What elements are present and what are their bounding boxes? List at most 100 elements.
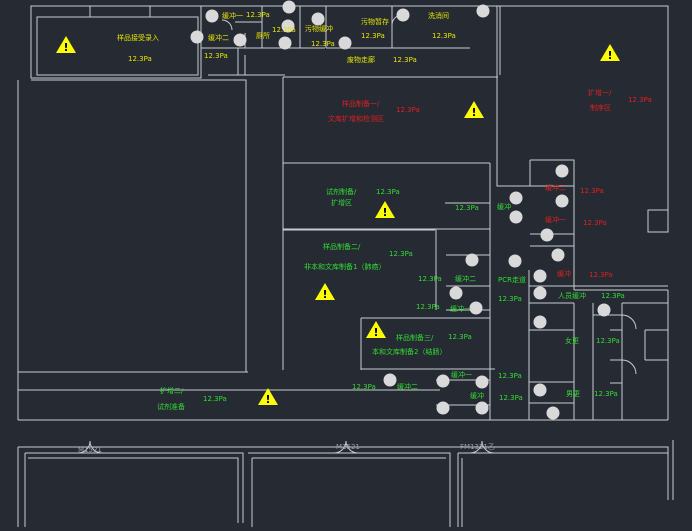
pressure-sensor-icon [436,401,450,415]
room-wash-pressure: 12.3Pa [432,32,456,40]
room-buffer2-mid-name: 缓冲二 [455,274,476,283]
room-pcr-corridor-name: PCR走道 [498,275,526,284]
room-pcr-corridor-pressure: 12.3Pa [498,295,522,303]
room-buffer1-mid-name: 缓冲一 [450,304,471,313]
warning-triangle-icon: ! [56,36,76,54]
pressure-sensor-icon [475,401,489,415]
pressure-sensor-icon [383,373,397,387]
room-sample-receive-pressure: 12.3Pa [128,55,152,63]
room-buffer1-right-pressure: 12.3Pa [583,219,607,227]
room-amplify1-name-1: 扩增一/ [588,88,612,97]
room-dirty-buffer-pressure: 12.3Pa [311,40,335,48]
svg-text:!: ! [382,206,387,219]
room-buffer1-top-name: 缓冲一 [222,11,243,20]
room-sample-prep1-name-1: 样品制备一/ [342,99,380,108]
pressure-sensor-icon [509,191,523,205]
room-toilet-name: 厕所 [256,31,270,40]
room-amplify1-name-2: 制序区 [590,103,611,112]
pressure-sensor-icon [205,9,219,23]
pressure-sensor-icon [190,30,204,44]
warning-triangle-icon: ! [315,283,335,301]
pressure-sensor-icon [555,194,569,208]
warning-triangle-icon: ! [464,101,484,119]
pressure-sensor-icon [281,19,295,33]
svg-text:!: ! [322,288,327,301]
pressure-sensor-icon [540,228,554,242]
svg-text:!: ! [63,41,68,54]
pressure-sensor-icon [533,315,547,329]
pressure-sensor-icon [555,164,569,178]
room-waste-corridor-pressure: 12.3Pa [393,56,417,64]
warning-triangle-icon: ! [258,388,278,406]
pressure-sensor-icon [509,210,523,224]
room-buffer-low-pressure: 12.3Pa [499,394,523,402]
warning-triangle-icon: ! [375,201,395,219]
room-sample-prep2-pressure: 12.3Pa [389,250,413,258]
room-dirty-buffer-name: 污物缓冲 [305,24,333,33]
room-buffer2-right-pressure: 12.3Pa [580,187,604,195]
warning-triangle-icon: ! [366,321,386,339]
pressure-sensor-icon [311,12,325,26]
pressure-sensor-icon [338,36,352,50]
room-buffer-red-name: 缓冲 [557,269,571,278]
room-male-change-name: 男更 [566,390,580,398]
svg-text:!: ! [471,106,476,119]
pressure-sensor-icon [233,33,247,47]
pressure-sensor-icon [508,254,522,268]
room-amplify1-pressure: 12.3Pa [628,96,652,104]
room-buffer1-right-name: 缓冲一 [545,215,566,224]
room-buffer2-mid-pressure: 12.3Pa [418,275,442,283]
svg-text:!: ! [373,326,378,339]
pressure-sensor-icon [551,248,565,262]
pressure-sensor-icon [533,286,547,300]
room-staff-buffer-pressure: 12.3Pa [601,292,625,300]
door-label-m1: M1521 [78,446,102,454]
room-dirty-store-pressure: 12.3Pa [361,32,385,40]
room-female-change-name: 女更 [565,336,579,345]
room-buffer2-top-name: 缓冲二 [208,33,229,42]
room-sample-prep3-name-2: 本和文库制备2（结肠） [372,347,446,356]
door-label-m2: M1521 [336,443,360,451]
pressure-sensor-icon [546,406,560,420]
room-corridor-low-pressure: 12.3Pa [498,372,522,380]
room-buffer2-right-name: 缓冲二 [545,183,566,192]
pressure-sensor-icon [475,375,489,389]
pressure-sensor-icon [533,269,547,283]
room-sample-prep1-name-2: 文库扩增和检测区 [328,114,384,123]
room-buffer2-low-name: 缓冲二 [397,382,418,391]
room-buffer-red-pressure: 12.3Pa [589,271,613,279]
pressure-sensor-icon [278,36,292,50]
room-amplify2-name-1: 扩增二/ [160,386,184,395]
room-sample-prep1-pressure: 12.3Pa [396,106,420,114]
room-buffer1-low-name: 缓冲一 [451,370,472,379]
room-buffer-low-name: 缓冲 [470,391,484,400]
pressure-sensor-icon [469,301,483,315]
room-staff-buffer-name: 人员缓冲 [558,291,586,300]
pressure-sensor-icon [533,383,547,397]
room-toilet-pressure: 12.3Pa [272,26,296,34]
pressure-sensor-icon [597,303,611,317]
pressure-sensor-icon [476,4,490,18]
svg-text:!: ! [607,49,612,62]
room-buffer-small-name: 缓冲 [497,202,511,211]
pressure-sensor-icon [282,0,296,14]
room-reagent-prep-name-1: 试剂制备/ [326,187,357,196]
room-sample-prep3-name-1: 样品制备三/ [396,333,434,342]
svg-text:!: ! [265,393,270,406]
pressure-sensor-icon [465,253,479,267]
room-buffer2-top-pressure: 12.3Pa [204,52,228,60]
room-male-change-pressure: 12.3Pa [594,390,618,398]
room-sample-prep2-name-1: 样品制备二/ [323,242,361,251]
room-female-change-pressure: 12.3Pa [596,337,620,345]
room-amplify2-pressure: 12.3Pa [203,395,227,403]
warning-triangle-icon: ! [600,44,620,62]
room-sample-prep3-pressure: 12.3Pa [448,333,472,341]
room-dirty-store-name: 污物暂存 [361,17,389,26]
pressure-sensor-icon [449,286,463,300]
room-buffer2-low-pressure: 12.3Pa [352,383,376,391]
door-label-fm: FM1321乙 [460,443,495,451]
pressure-sensor-icon [436,374,450,388]
room-reagent-prep-pressure: 12.3Pa [376,188,400,196]
